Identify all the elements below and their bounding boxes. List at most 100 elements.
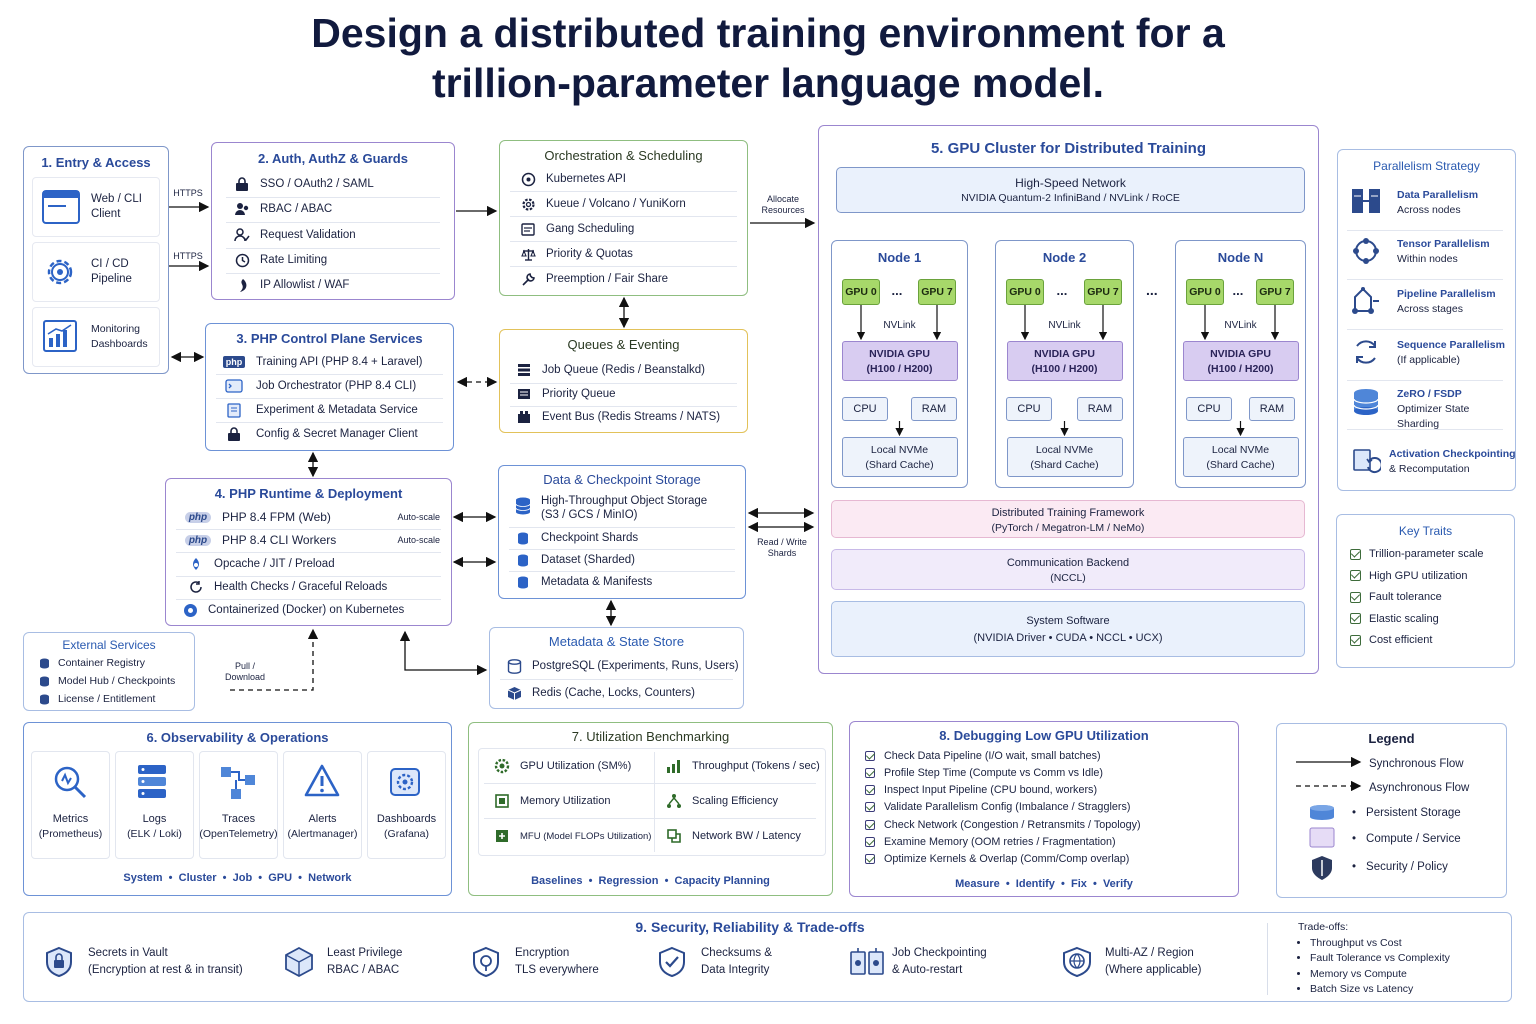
- auth-item-rbac[interactable]: RBAC / ABAC: [234, 199, 332, 219]
- security-item: Checksums &Data Integrity: [658, 944, 848, 984]
- benchmark-metric: MFU (Model FLOPs Utilization): [494, 827, 651, 845]
- parallelism-item[interactable]: Sequence Parallelism(If applicable): [1345, 336, 1509, 380]
- external-item-license[interactable]: License / Entitlement: [38, 692, 155, 706]
- runtime-item-docker[interactable]: Containerized (Docker) on Kubernetes: [182, 600, 404, 620]
- gear-icon: [43, 255, 77, 289]
- user-check-icon: [234, 227, 250, 243]
- runtime-item-opcache[interactable]: Opcache / JIT / Preload: [188, 554, 335, 574]
- security-sub: RBAC / ABAC: [327, 964, 400, 976]
- orch-item-priority[interactable]: Priority & Quotas: [520, 244, 633, 264]
- entry-item-web[interactable]: Web / CLI Client: [32, 177, 160, 237]
- entry-item-monitoring[interactable]: Monitoring Dashboards: [32, 307, 160, 367]
- runtime-item-fpm[interactable]: php PHP 8.4 FPM (Web) Auto-scale: [184, 507, 440, 527]
- legend-security-swatch: [1312, 856, 1332, 880]
- local-nvme-box[interactable]: Local NVMe(Shard Cache): [1182, 437, 1299, 477]
- gpu-chip-last[interactable]: GPU 7: [918, 279, 956, 305]
- debug-step-label: Check Data Pipeline (I/O wait, small bat…: [884, 749, 1101, 762]
- nvidia-gpu-box[interactable]: NVIDIA GPU(H100 / H200): [1182, 341, 1299, 381]
- observability-tile[interactable]: Metrics(Prometheus): [31, 751, 110, 859]
- metastore-item-redis[interactable]: Redis (Cache, Locks, Counters): [506, 683, 695, 703]
- orch-item-kueue[interactable]: Kueue / Volcano / YuniKorn: [520, 194, 686, 214]
- nvidia-gpu-box[interactable]: NVIDIA GPU(H100 / H200): [841, 341, 958, 381]
- training-framework-band: Distributed Training Framework (PyTorch …: [831, 500, 1305, 538]
- security-item: Secrets in Vault(Encryption at rest & in…: [45, 944, 243, 984]
- security-item: Job Checkpointing& Auto-restart: [849, 944, 1039, 984]
- chart-icon: [43, 320, 77, 352]
- gpu-chip-first[interactable]: GPU 0: [842, 279, 880, 305]
- cpu-box[interactable]: CPU: [1006, 397, 1052, 421]
- auth-title: 2. Auth, AuthZ & Guards: [258, 151, 408, 166]
- auth-item-waf[interactable]: IP Allowlist / WAF: [234, 275, 349, 295]
- pull-download-label: Pull / Download: [224, 661, 266, 682]
- entry-item-ci[interactable]: CI / CD Pipeline: [32, 242, 160, 302]
- external-item-hub[interactable]: Model Hub / Checkpoints: [38, 674, 175, 688]
- gpu-chip-first[interactable]: GPU 0: [1006, 279, 1044, 305]
- legend-item: •Compute / Service: [1352, 831, 1461, 847]
- read-write-label: Read / Write Shards: [757, 537, 807, 558]
- observability-title: 6. Observability & Operations: [146, 730, 329, 745]
- auth-item-validation[interactable]: Request Validation: [234, 225, 356, 245]
- gpu-chip-first[interactable]: GPU 0: [1186, 279, 1224, 305]
- storage-item-object[interactable]: High-Throughput Object Storage (S3 / GCS…: [515, 494, 707, 524]
- storage-item-checkpoint[interactable]: Checkpoint Shards: [515, 528, 638, 548]
- checkbox-icon: [1350, 570, 1361, 581]
- cpu-box[interactable]: CPU: [1186, 397, 1232, 421]
- check-icon: [865, 819, 875, 830]
- queue-item-event[interactable]: Event Bus (Redis Streams / NATS): [516, 407, 720, 427]
- refresh-icon: [188, 579, 204, 595]
- local-nvme-box[interactable]: Local NVMe(Shard Cache): [841, 437, 958, 477]
- local-nvme-box[interactable]: Local NVMe(Shard Cache): [1006, 437, 1123, 477]
- checkbox-icon: [1350, 613, 1361, 624]
- tile-border: [115, 751, 194, 859]
- auth-item-sso[interactable]: SSO / OAuth2 / SAML: [234, 174, 374, 194]
- auth-item-rate[interactable]: Rate Limiting: [234, 250, 327, 270]
- debug-step-label: Inspect Input Pipeline (CPU bound, worke…: [884, 784, 1098, 797]
- external-services-panel: External Services Container Registry Mod…: [23, 632, 195, 711]
- orch-item-gang[interactable]: Gang Scheduling: [520, 219, 634, 239]
- observability-tile[interactable]: Logs(ELK / Loki): [115, 751, 194, 859]
- tile-name: Alerts: [308, 813, 337, 825]
- nvidia-gpu-box[interactable]: NVIDIA GPU(H100 / H200): [1006, 341, 1123, 381]
- ram-box[interactable]: RAM: [1077, 397, 1123, 421]
- control-item-experiment[interactable]: Experiment & Metadata Service: [222, 400, 418, 420]
- metastore-item-postgres[interactable]: PostgreSQL (Experiments, Runs, Users): [506, 656, 739, 676]
- observability-tile[interactable]: Traces(OpenTelemetry): [199, 751, 278, 859]
- queue-item-job[interactable]: Job Queue (Redis / Beanstalkd): [516, 360, 705, 380]
- nvme-name: Local NVMe: [1035, 444, 1094, 456]
- pipeline-parallel-icon: [1351, 287, 1381, 320]
- sequence-parallel-icon: [1351, 338, 1381, 371]
- debug-step-label: Examine Memory (OOM retries / Fragmentat…: [884, 836, 1116, 848]
- trait-label: Fault tolerance: [1369, 591, 1442, 603]
- storage-item-metadata[interactable]: Metadata & Manifests: [515, 572, 652, 592]
- control-item-orchestrator[interactable]: Job Orchestrator (PHP 8.4 CLI): [222, 376, 416, 396]
- runtime-item-health[interactable]: Health Checks / Graceful Reloads: [188, 577, 387, 597]
- control-item-training-api[interactable]: php Training API (PHP 8.4 + Laravel): [222, 352, 423, 372]
- nvidia-gpu-name: NVIDIA GPU: [1210, 348, 1271, 360]
- orch-item-preemption[interactable]: Preemption / Fair Share: [520, 269, 668, 289]
- runtime-item-cli[interactable]: php PHP 8.4 CLI Workers Auto-scale: [184, 530, 440, 550]
- observability-tile[interactable]: Alerts(Alertmanager): [283, 751, 362, 859]
- parallelism-item[interactable]: Activation Checkpointing& Recomputation: [1345, 445, 1516, 489]
- benchmark-divider: [654, 752, 655, 852]
- ram-box[interactable]: RAM: [1249, 397, 1295, 421]
- external-item-registry[interactable]: Container Registry: [38, 656, 145, 670]
- database-icon: [515, 574, 531, 590]
- debug-step: Check Network (Congestion / Retransmits …: [865, 817, 1141, 832]
- control-item-config[interactable]: Config & Secret Manager Client: [222, 424, 418, 444]
- security-sub: Data Integrity: [701, 964, 770, 976]
- gpu-cluster-title: 5. GPU Cluster for Distributed Training: [930, 140, 1207, 157]
- queue-item-priority[interactable]: Priority Queue: [516, 384, 616, 404]
- orch-item-k8s[interactable]: Kubernetes API: [520, 169, 626, 189]
- gpu-chip-last[interactable]: GPU 7: [1256, 279, 1294, 305]
- ram-box[interactable]: RAM: [911, 397, 957, 421]
- gpu-chip-last[interactable]: GPU 7: [1084, 279, 1122, 305]
- storage-item-dataset[interactable]: Dataset (Sharded): [515, 550, 635, 570]
- observability-tile[interactable]: Dashboards(Grafana): [367, 751, 446, 859]
- cpu-box[interactable]: CPU: [842, 397, 888, 421]
